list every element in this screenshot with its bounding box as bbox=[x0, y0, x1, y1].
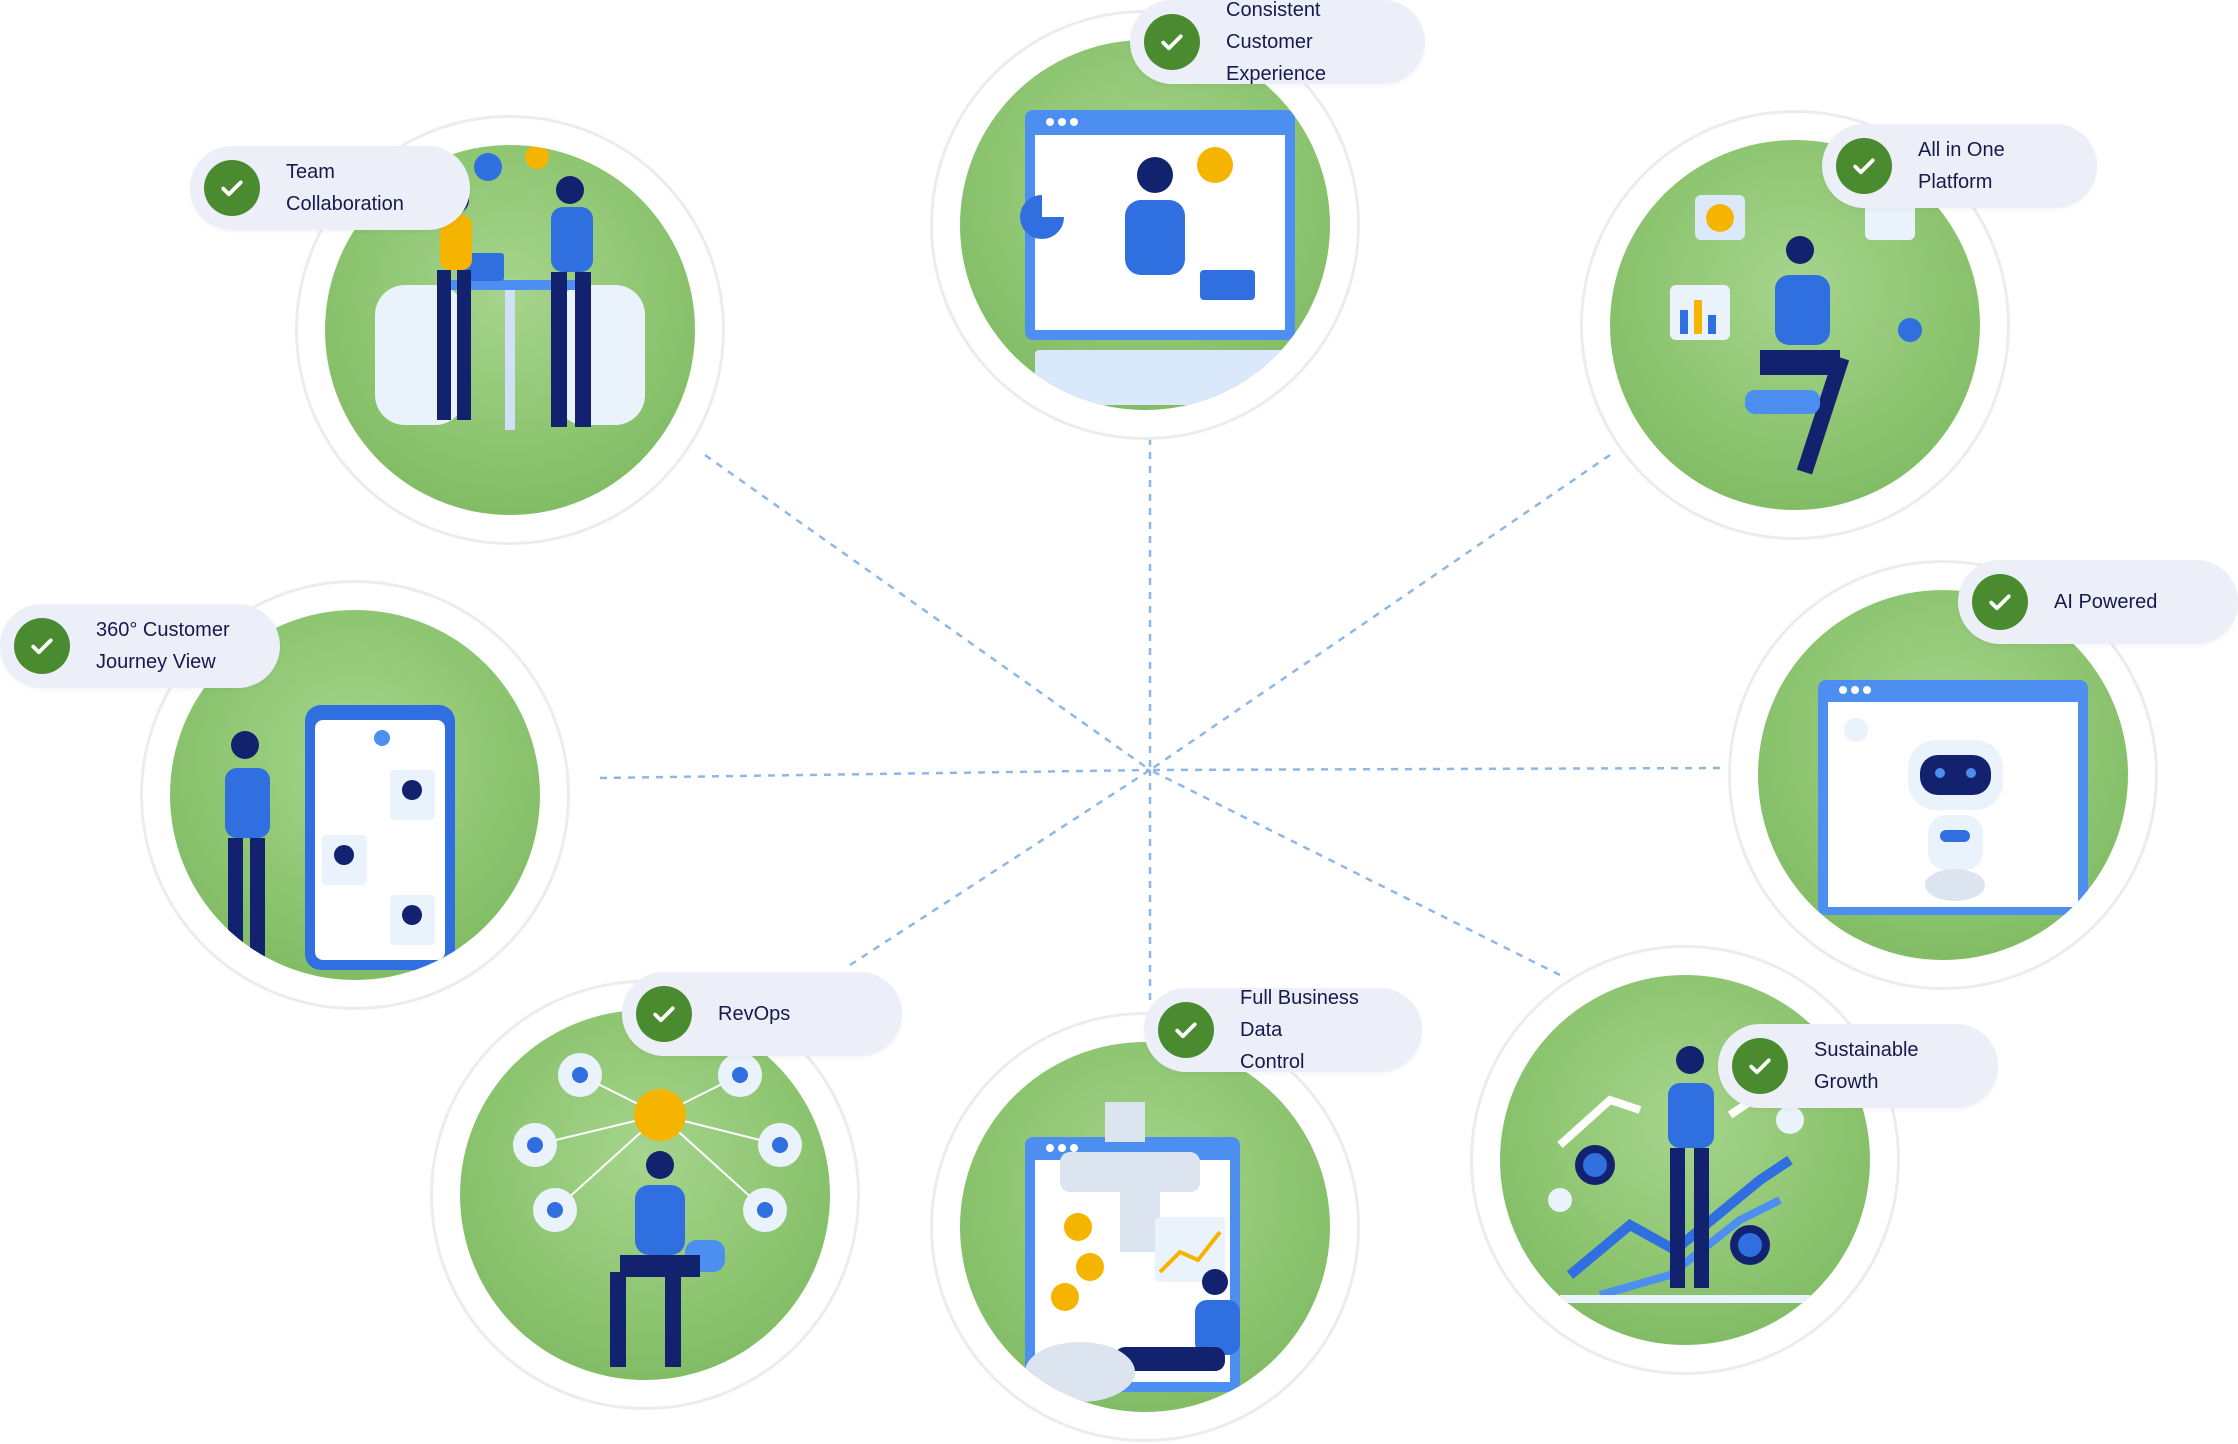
illustration-video-call-monitor bbox=[960, 40, 1330, 410]
feature-pill: AI Powered bbox=[1958, 560, 2238, 644]
connector-line bbox=[849, 768, 1151, 967]
feature-label: Consistent Customer Experience bbox=[1226, 0, 1327, 85]
connector-line bbox=[1149, 766, 1721, 772]
illustration-robot-on-screen bbox=[1758, 590, 2128, 960]
feature-pill: 360° Customer Journey View bbox=[0, 604, 280, 688]
feature-pill: All in One Platform bbox=[1822, 124, 2097, 208]
feature-pill: Sustainable Growth bbox=[1718, 1024, 1998, 1108]
check-icon bbox=[1732, 1038, 1788, 1094]
node-sustainable-growth bbox=[1470, 945, 1900, 1375]
connector-line bbox=[1149, 453, 1611, 772]
feature-label: All in One Platform bbox=[1918, 139, 2005, 193]
feature-label: RevOps bbox=[718, 1003, 791, 1025]
connector-line bbox=[704, 453, 1151, 772]
feature-pill: Team Collaboration bbox=[190, 146, 470, 230]
check-icon bbox=[204, 160, 260, 216]
check-icon bbox=[1158, 1002, 1214, 1058]
feature-pill: RevOps bbox=[622, 972, 902, 1056]
connector-line bbox=[599, 768, 1151, 780]
feature-label: AI Powered bbox=[2054, 591, 2158, 613]
feature-label: Sustainable Growth bbox=[1814, 1039, 1919, 1093]
illustration-data-tap-money bbox=[960, 1042, 1330, 1412]
check-icon bbox=[1836, 138, 1892, 194]
check-icon bbox=[636, 986, 692, 1042]
node-full-business-data-control bbox=[930, 1012, 1360, 1442]
check-icon bbox=[1972, 574, 2028, 630]
illustration-thinking-person-network bbox=[460, 1010, 830, 1380]
feature-label: Team Collaboration bbox=[286, 161, 404, 215]
feature-pill: Consistent Customer Experience bbox=[1130, 0, 1425, 85]
feature-label: 360° Customer Journey View bbox=[96, 619, 230, 673]
check-icon bbox=[1144, 14, 1200, 70]
feature-pill: Full Business Data Control bbox=[1144, 987, 1422, 1073]
check-icon bbox=[14, 618, 70, 674]
connector-line bbox=[1149, 768, 1561, 977]
node-ai-powered bbox=[1728, 560, 2158, 990]
feature-label: Full Business Data Control bbox=[1240, 987, 1359, 1073]
